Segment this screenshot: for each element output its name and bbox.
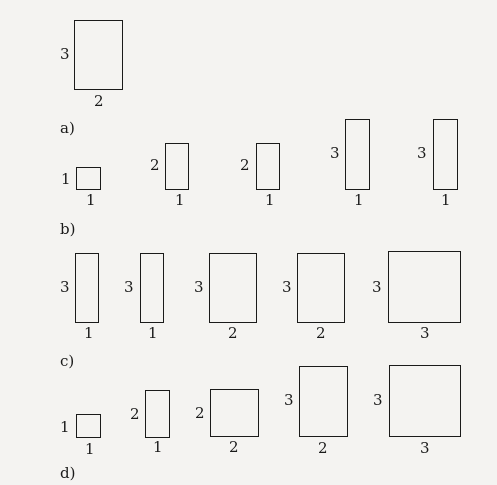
width-label: 3 bbox=[420, 439, 430, 457]
rectangle-shape bbox=[76, 414, 101, 438]
width-label: 2 bbox=[228, 324, 238, 342]
height-label: 3 bbox=[60, 278, 70, 296]
rectangle-shape bbox=[388, 251, 461, 323]
width-label: 2 bbox=[229, 438, 239, 456]
height-label: 3 bbox=[417, 144, 427, 162]
width-label: 1 bbox=[441, 191, 451, 209]
height-label: 3 bbox=[60, 45, 70, 63]
width-label: 1 bbox=[265, 191, 275, 209]
rectangle-shape bbox=[145, 390, 170, 438]
rectangle-shape bbox=[74, 20, 123, 90]
width-label: 3 bbox=[420, 324, 430, 342]
rectangle-shape bbox=[165, 143, 189, 190]
width-label: 1 bbox=[175, 191, 185, 209]
height-label: 3 bbox=[194, 278, 204, 296]
row-label-c: c) bbox=[60, 352, 75, 370]
width-label: 1 bbox=[84, 324, 94, 342]
height-label: 2 bbox=[240, 156, 250, 174]
rectangle-shape bbox=[345, 119, 370, 190]
height-label: 2 bbox=[150, 156, 160, 174]
rectangle-shape bbox=[299, 366, 348, 437]
rectangle-shape bbox=[389, 365, 461, 437]
height-label: 2 bbox=[195, 404, 205, 422]
rectangle-shape bbox=[297, 253, 345, 323]
height-label: 3 bbox=[330, 144, 340, 162]
width-label: 1 bbox=[354, 191, 364, 209]
width-label: 2 bbox=[316, 324, 326, 342]
row-label-a: a) bbox=[60, 119, 75, 137]
height-label: 3 bbox=[124, 278, 134, 296]
width-label: 1 bbox=[148, 324, 158, 342]
height-label: 3 bbox=[372, 278, 382, 296]
height-label: 3 bbox=[373, 391, 383, 409]
height-label: 3 bbox=[282, 278, 292, 296]
width-label: 2 bbox=[94, 92, 104, 110]
rectangle-shape bbox=[209, 253, 257, 323]
rectangle-shape bbox=[75, 253, 99, 323]
rectangle-shape bbox=[256, 143, 280, 190]
width-label: 1 bbox=[86, 191, 96, 209]
row-label-b: b) bbox=[60, 220, 76, 238]
row-label-d: d) bbox=[60, 464, 76, 482]
width-label: 2 bbox=[318, 439, 328, 457]
width-label: 1 bbox=[85, 440, 95, 458]
rectangle-shape bbox=[210, 389, 259, 437]
width-label: 1 bbox=[153, 438, 163, 456]
rectangle-shape bbox=[433, 119, 458, 190]
height-label: 1 bbox=[61, 170, 71, 188]
height-label: 1 bbox=[60, 418, 70, 436]
height-label: 3 bbox=[284, 391, 294, 409]
height-label: 2 bbox=[130, 405, 140, 423]
rectangle-shape bbox=[140, 253, 164, 323]
rectangle-shape bbox=[76, 167, 101, 190]
